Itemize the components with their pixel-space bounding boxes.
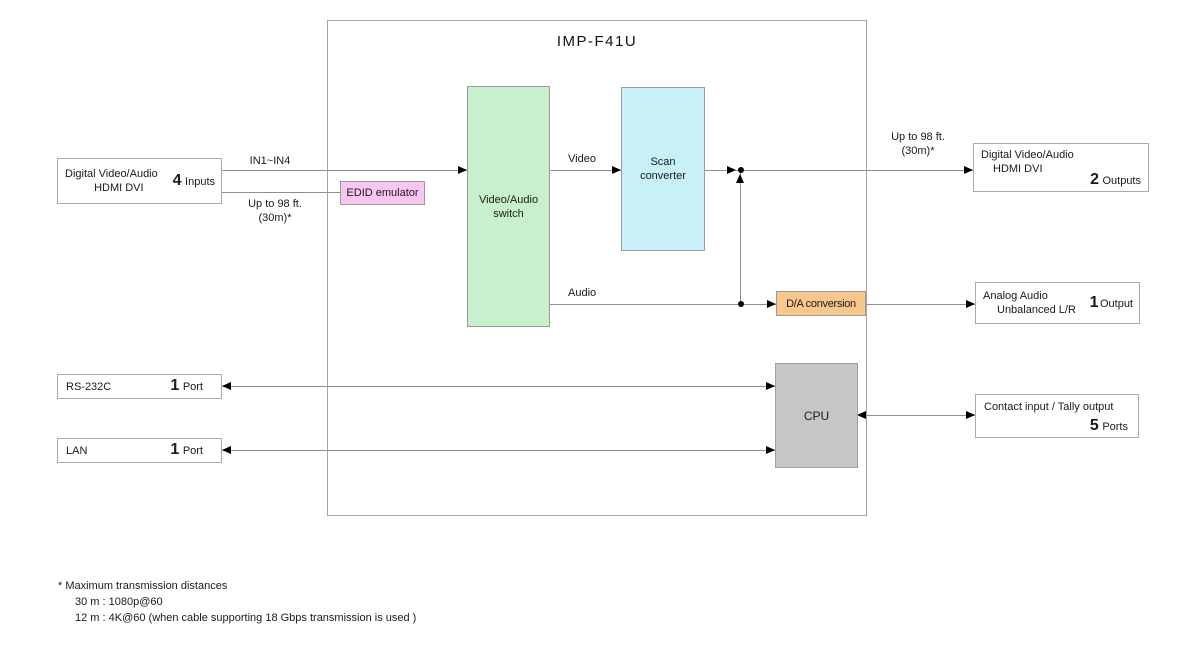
output-distance-label: Up to 98 ft. (30m)*	[877, 130, 959, 158]
output-hdmi-line1: Digital Video/Audio	[981, 149, 1074, 161]
arrow-rs232c-right	[766, 382, 775, 390]
input-hdmi-box: Digital Video/Audio HDMI DVI 4 Inputs	[57, 158, 222, 204]
rs232c-count: 1	[170, 377, 180, 394]
arrow-into-hdmi-output	[964, 166, 973, 174]
arrow-contact-right	[966, 411, 975, 419]
cpu-label: CPU	[803, 408, 830, 423]
lan-label: LAN	[66, 444, 88, 457]
audio-label: Audio	[568, 287, 597, 299]
arrow-video-junction	[727, 166, 736, 174]
output-hdmi-line2: HDMI DVI	[993, 163, 1043, 175]
input-distance-line1: Up to 98 ft.	[248, 198, 302, 210]
lan-count-label: Port	[182, 445, 203, 457]
input-hdmi-line2: HDMI DVI	[94, 182, 144, 194]
input-range-label: IN1~IN4	[249, 155, 291, 167]
video-junction-dot	[738, 167, 744, 173]
input-hdmi-line1: Digital Video/Audio	[65, 168, 158, 180]
arrow-lan-left	[222, 446, 231, 454]
rs232c-label: RS-232C	[66, 380, 112, 393]
output-hdmi-count: 2	[1090, 171, 1100, 188]
footnote: * Maximum transmission distances 30 m : …	[58, 578, 416, 626]
rs232c-box: RS-232C 1 Port	[57, 374, 222, 399]
arrow-into-switch	[458, 166, 467, 174]
contact-tally-count: 5	[1089, 417, 1100, 434]
video-label: Video	[568, 153, 596, 165]
arrow-audio-merge-up	[736, 174, 744, 183]
output-analog-count: 1	[1089, 293, 1099, 311]
output-analog-box: Analog Audio Unbalanced L/R 1 Output	[975, 282, 1140, 324]
footnote-line1: * Maximum transmission distances	[58, 580, 228, 592]
footnote-line3: 12 m : 4K@60 (when cable supporting 18 G…	[75, 612, 417, 624]
edid-emulator-label: EDID emulator	[346, 187, 419, 199]
switch-label-line1: Video/Audio	[478, 193, 539, 206]
arrow-rs232c-left	[222, 382, 231, 390]
output-hdmi-count-label: Outputs	[1102, 175, 1141, 187]
arrow-contact-left	[857, 411, 866, 419]
video-line-to-scan	[550, 170, 621, 171]
lan-box: LAN 1 Port	[57, 438, 222, 463]
rs232c-line	[222, 386, 775, 387]
contact-tally-box: Contact input / Tally output 5 Ports	[975, 394, 1139, 438]
arrow-into-scan	[612, 166, 621, 174]
audio-merge-line	[740, 170, 741, 304]
output-analog-count-label: Output	[1099, 297, 1133, 310]
footnote-line2: 30 m : 1080p@60	[75, 596, 163, 608]
input-distance-label: Up to 98 ft. (30m)*	[230, 197, 320, 225]
output-analog-line1: Analog Audio	[983, 290, 1048, 302]
output-distance-line1: Up to 98 ft.	[891, 131, 945, 143]
cpu-block: CPU	[775, 363, 858, 468]
input-distance-line2: (30m)*	[258, 212, 292, 224]
output-analog-line2: Unbalanced L/R	[997, 304, 1076, 316]
output-distance-line2: (30m)*	[901, 145, 935, 157]
lan-count: 1	[170, 441, 180, 458]
scan-converter-block: Scan converter	[621, 87, 705, 251]
da-conversion-block: D/A conversion	[776, 291, 866, 316]
input-line-top	[222, 170, 467, 171]
arrow-lan-right	[766, 446, 775, 454]
output-hdmi-box: Digital Video/Audio HDMI DVI 2 Outputs	[973, 143, 1149, 192]
contact-line	[857, 415, 975, 416]
device-title: IMP-F41U	[556, 33, 638, 50]
edid-emulator-block: EDID emulator	[340, 181, 425, 205]
input-count: 4	[172, 171, 183, 189]
video-audio-switch-block: Video/Audio switch	[467, 86, 550, 327]
input-line-edid	[222, 192, 340, 193]
switch-label-line2: switch	[493, 207, 524, 220]
arrow-into-da	[767, 300, 776, 308]
audio-line-to-output	[866, 304, 975, 305]
input-count-label: Inputs	[185, 175, 215, 188]
video-line-to-output	[705, 170, 973, 171]
da-conversion-label: D/A conversion	[786, 297, 856, 310]
contact-tally-count-label: Ports	[1102, 421, 1128, 433]
arrow-into-analog-output	[966, 300, 975, 308]
contact-tally-line1: Contact input / Tally output	[984, 401, 1114, 413]
audio-line-to-da	[550, 304, 776, 305]
lan-line	[222, 450, 775, 451]
audio-junction-dot	[738, 301, 744, 307]
device-boundary-box	[327, 20, 867, 516]
scan-label-line2: converter	[640, 170, 686, 182]
rs232c-count-label: Port	[182, 381, 203, 393]
scan-label-line1: Scan	[650, 156, 676, 168]
